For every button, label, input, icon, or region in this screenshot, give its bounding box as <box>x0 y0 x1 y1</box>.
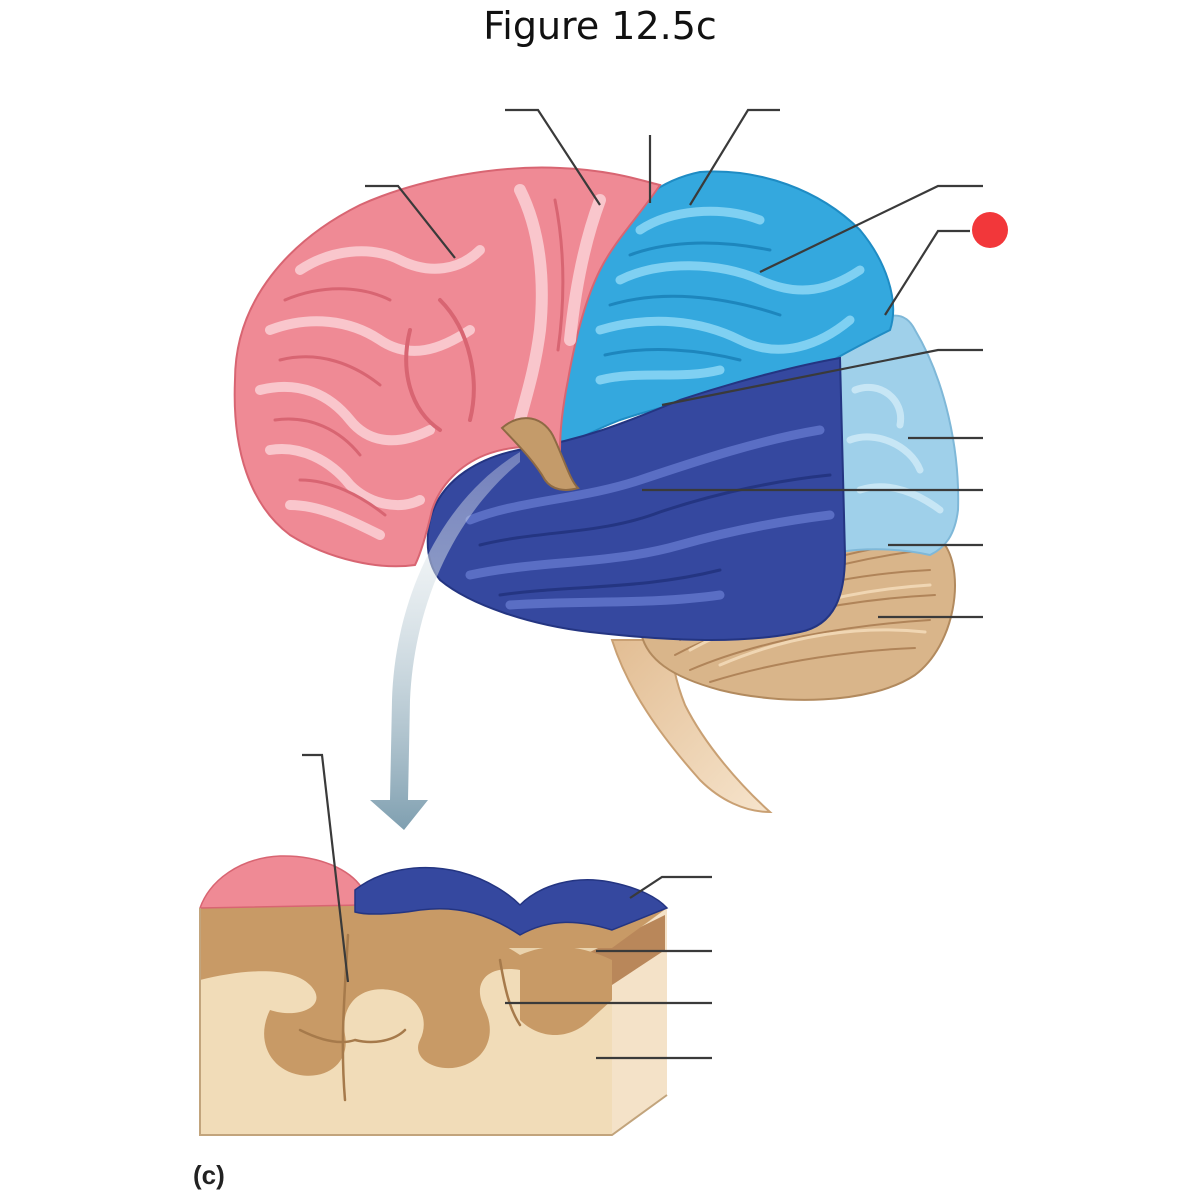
white-matter <box>200 969 612 1135</box>
leader-frontal-upper <box>505 108 601 206</box>
brainstem <box>610 639 773 814</box>
leader-gray-matter-cortex <box>629 875 712 899</box>
parietal-gyri <box>595 206 865 385</box>
panel-label: (c) <box>193 1160 225 1190</box>
figure-title: Figure 12.5c <box>483 4 717 48</box>
leader-frontal-left <box>365 184 456 259</box>
leader-parieto-occipital <box>884 229 970 316</box>
occipital-lobe <box>828 314 960 557</box>
leader-parietal-mid <box>759 184 983 273</box>
temporal-gyri <box>465 425 835 610</box>
leader-lateral-sulcus <box>661 348 983 407</box>
frontal-gyri <box>255 184 606 540</box>
red-dot[interactable] <box>972 212 1008 248</box>
zoom-arrow <box>370 452 520 830</box>
leader-parietal-top <box>689 108 780 206</box>
insula <box>500 417 580 491</box>
cortex-section-block <box>198 855 669 1136</box>
section-leader-lines <box>505 875 712 1060</box>
brain-leader-lines <box>302 108 983 983</box>
leader-brainstem <box>302 753 350 983</box>
frontal-lobe <box>233 166 662 568</box>
